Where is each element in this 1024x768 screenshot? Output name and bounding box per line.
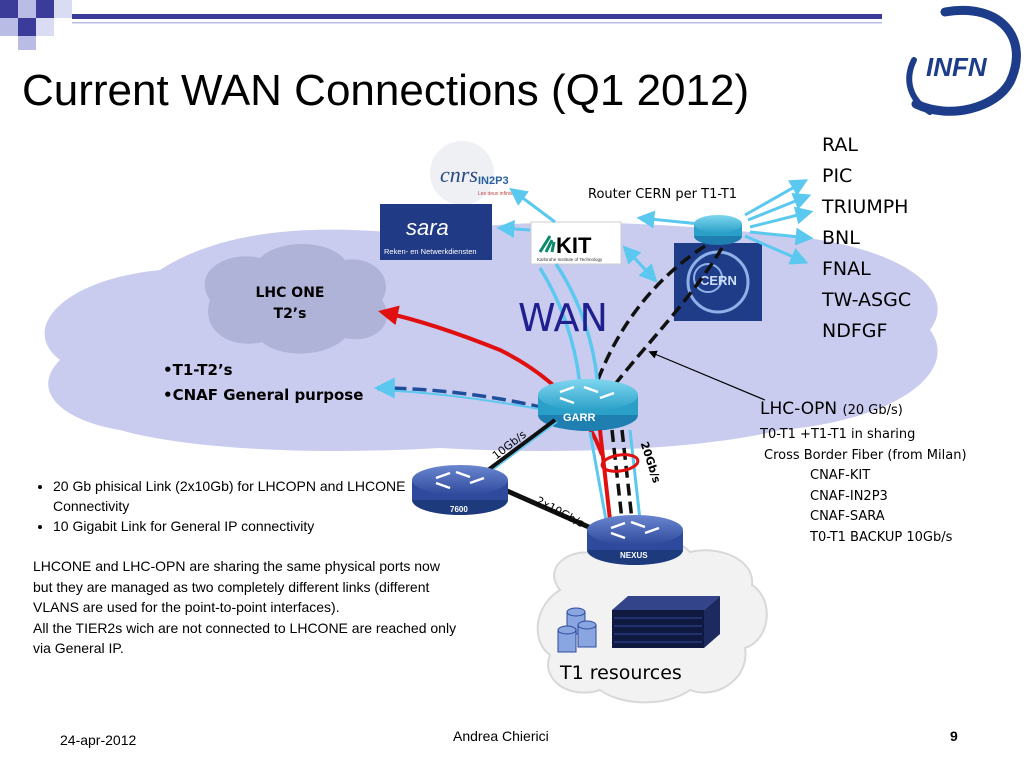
garr-label: GARR	[563, 412, 596, 424]
link-bullet: 20 Gb phisical Link (2x10Gb) for LHCOPN …	[53, 476, 433, 516]
lhcopn-line: CNAF-KIT	[810, 468, 871, 483]
link-bullet: 10 Gigabit Link for General IP connectiv…	[53, 516, 433, 536]
lhcopn-details: T0-T1 +T1-T1 in sharing Cross Border Fib…	[760, 425, 967, 548]
lhcone-label: LHC ONE T2’s	[232, 283, 348, 325]
lhcone-label-line: T2’s	[273, 306, 307, 322]
router-7600-label: 7600	[450, 505, 468, 514]
router-7600: 7600	[412, 465, 508, 515]
lhcopn-speed: (20 Gb/s)	[842, 403, 903, 418]
lhcopn-line: CNAF-IN2P3	[810, 488, 888, 504]
storage-disks-icon	[557, 607, 597, 653]
garr-router	[538, 379, 638, 431]
router-nexus: NEXUS	[587, 515, 683, 565]
infn-logo-text: INFN	[926, 52, 988, 82]
infn-logo: INFN	[906, 6, 1021, 116]
lhcopn-line: T0-T1 +T1-T1 in sharing	[760, 427, 916, 442]
lhcopn-pointer	[648, 350, 766, 401]
svg-text:Reken- en Netwerkdiensten: Reken- en Netwerkdiensten	[384, 247, 477, 256]
sara-logo: sara Reken- en Netwerkdiensten	[380, 204, 492, 260]
t1-site: NDFGF	[822, 320, 888, 342]
link-7600-nexus	[503, 487, 602, 535]
svg-text:IN2P3: IN2P3	[478, 175, 509, 187]
description-line: LHCONE and LHC-OPN are sharing the same …	[33, 558, 440, 615]
t1-site: FNAL	[822, 258, 871, 280]
connection-bullets: •T1-T2’s •CNAF General purpose	[163, 358, 363, 408]
garr-nexus-links	[588, 429, 642, 521]
t1-site: PIC	[822, 165, 853, 187]
t1-site: TW-ASGC	[822, 289, 912, 311]
wan-light-links	[538, 263, 600, 389]
svg-text:sara: sara	[406, 215, 449, 240]
page-title: Current WAN Connections (Q1 2012)	[22, 66, 750, 115]
t1-site-arrows	[744, 179, 814, 265]
footer-date: 24-apr-2012	[60, 732, 137, 748]
t1-resources-label: T1 resources	[560, 662, 682, 684]
general-purpose-arrow-light	[377, 389, 546, 411]
link-7600-garr-light	[489, 421, 558, 473]
router-nexus-label: NEXUS	[620, 551, 648, 560]
svg-text:cnrs: cnrs	[440, 162, 478, 187]
t1-site: RAL	[822, 134, 859, 156]
general-purpose-arrow	[373, 377, 546, 410]
svg-text:Les deux infinis: Les deux infinis	[478, 191, 513, 197]
cnrs-in2p3-logo: cnrs IN2P3 Les deux infinis	[430, 141, 513, 205]
link-bullets: 20 Gb phisical Link (2x10Gb) for LHCOPN …	[33, 476, 433, 536]
router-cern-label: Router CERN per T1-T1	[588, 187, 738, 202]
server-rack-icon	[612, 596, 720, 648]
description-line: All the TIER2s wich are not connected to…	[33, 619, 457, 657]
t1-site-list: RAL PIC TRIUMPH BNL FNAL TW-ASGC NDFGF	[822, 130, 911, 347]
page-number: 9	[950, 728, 958, 744]
lhcone-label-line: LHC ONE	[255, 285, 325, 301]
cern-router	[694, 215, 742, 245]
wan-label: WAN	[518, 296, 608, 340]
footer-author: Andrea Chierici	[453, 728, 549, 744]
description-paragraph: LHCONE and LHC-OPN are sharing the same …	[33, 556, 463, 659]
bullet-item: •T1-T2’s	[163, 361, 233, 379]
lhcopn-line: T0-T1 BACKUP 10Gb/s	[810, 529, 953, 545]
lhcopn-title: LHC-OPN (20 Gb/s)	[760, 398, 903, 422]
lhcopn-name: LHC-OPN	[760, 399, 838, 419]
title-decoration	[0, 0, 882, 50]
kit-logo: KIT Karlsruhe Institute of Technology	[530, 221, 622, 265]
opn-dashed-links	[594, 244, 724, 390]
t1-site: TRIUMPH	[822, 196, 909, 218]
svg-text:KIT: KIT	[556, 233, 592, 258]
svg-text:Karlsruhe Institute of Technol: Karlsruhe Institute of Technology	[537, 257, 603, 262]
lhcone-cloud	[204, 243, 388, 354]
lhcopn-line: CNAF-SARA	[810, 509, 885, 524]
t1-site: BNL	[822, 227, 860, 249]
svg-text:CERN: CERN	[700, 273, 737, 288]
bullet-item: •CNAF General purpose	[163, 386, 364, 404]
link-7600-garr	[486, 418, 557, 472]
lhcopn-line: Cross Border Fiber (from Milan)	[764, 447, 967, 463]
